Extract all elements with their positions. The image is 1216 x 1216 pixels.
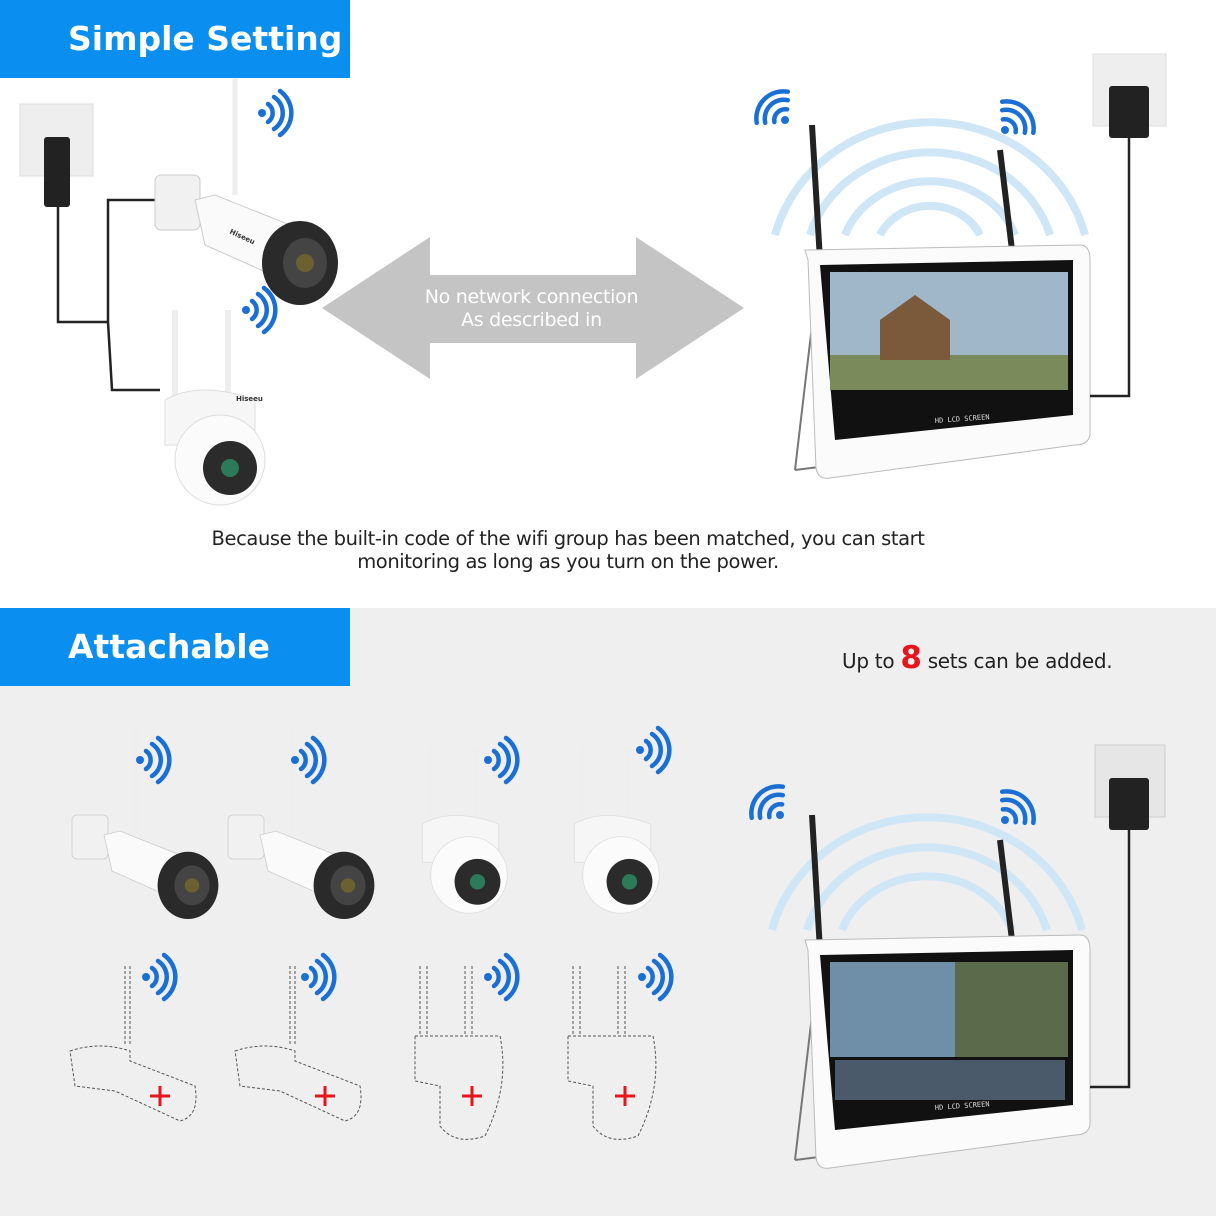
caption-line1: Because the built-in code of the wifi gr… <box>211 527 925 550</box>
empty-slot-add[interactable] <box>413 964 505 1141</box>
double-arrow <box>322 237 744 379</box>
empty-slot-add[interactable] <box>68 964 198 1123</box>
simple-setting-banner: Simple Setting <box>0 0 350 78</box>
wifi-signal-arcs <box>768 813 1086 932</box>
capacity-note: Up to 8 sets can be added. <box>842 640 1113 676</box>
wifi-icon <box>242 288 275 332</box>
arrow-text-line1: No network connection <box>424 286 639 308</box>
bullet-camera <box>228 727 374 919</box>
caption-line2: monitoring as long as you turn on the po… <box>357 550 779 573</box>
monitor-label: HD LCD SCREEN <box>935 413 990 425</box>
wifi-icon <box>301 955 334 999</box>
note-prefix: Up to <box>842 649 895 673</box>
note-suffix: sets can be added. <box>927 649 1113 673</box>
arrow-label: No network connection As described in <box>380 286 683 332</box>
ptz-camera <box>574 748 659 914</box>
empty-slot-add[interactable] <box>566 964 658 1141</box>
wifi-icon <box>636 728 669 772</box>
arrow-text-line2: As described in <box>461 309 602 331</box>
wifi-icon <box>744 779 799 834</box>
bullet-camera <box>155 65 338 305</box>
empty-slot-add[interactable] <box>233 964 363 1123</box>
wifi-icon <box>136 738 169 782</box>
wall-socket-left <box>19 103 160 392</box>
wall-socket-right <box>1090 744 1166 1089</box>
camera-brand-logo: Hiseeu <box>236 395 263 403</box>
wifi-icon <box>749 84 804 139</box>
wifi-icon <box>258 91 291 135</box>
wall-socket-right <box>1090 53 1167 398</box>
caption: Because the built-in code of the wifi gr… <box>160 527 976 573</box>
wifi-icon <box>291 738 324 782</box>
wifi-icon <box>484 955 517 999</box>
nvr-monitor: HD LCD SCREEN <box>795 125 1090 478</box>
wifi-icon <box>638 955 671 999</box>
wifi-icon <box>142 955 175 999</box>
ptz-camera <box>165 310 265 505</box>
note-number: 8 <box>900 640 922 676</box>
bullet-camera <box>72 727 218 919</box>
attachable-banner: Attachable <box>0 608 350 686</box>
nvr-monitor: HD LCD SCREEN <box>795 815 1090 1168</box>
ptz-camera <box>422 748 507 914</box>
monitor-label: HD LCD SCREEN <box>935 1100 990 1112</box>
wifi-icon <box>484 738 517 782</box>
wifi-signal-arcs <box>771 118 1089 237</box>
